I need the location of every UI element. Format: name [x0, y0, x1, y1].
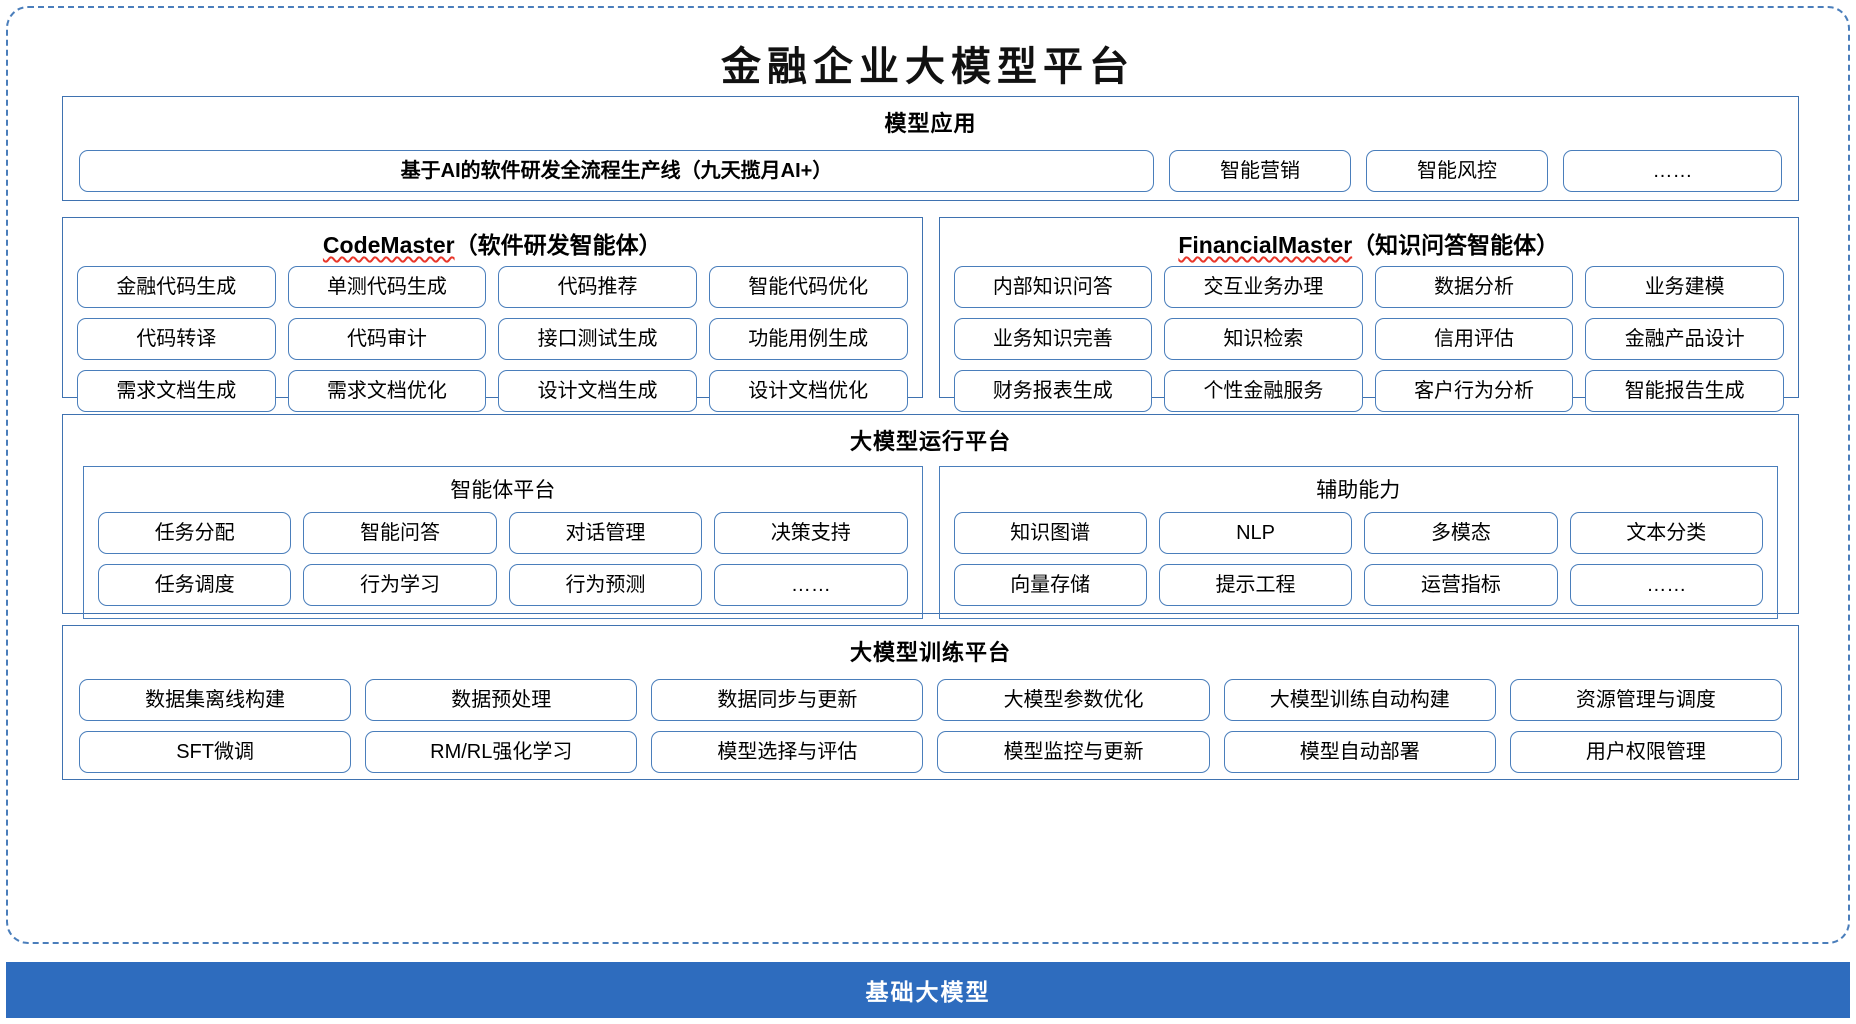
- training-item[interactable]: 数据同步与更新: [651, 679, 924, 721]
- financialmaster-item[interactable]: 智能报告生成: [1585, 370, 1784, 412]
- codemaster-item[interactable]: 设计文档生成: [498, 370, 697, 412]
- group-agent-platform: 智能体平台 任务分配 智能问答 对话管理 决策支持 任务调度 行为学习 行为预测…: [83, 466, 923, 619]
- codemaster-item[interactable]: 智能代码优化: [708, 266, 908, 308]
- training-item[interactable]: 大模型参数优化: [937, 679, 1210, 721]
- financialmaster-item[interactable]: 客户行为分析: [1374, 370, 1574, 412]
- codemaster-suffix: （软件研发智能体）: [454, 232, 662, 258]
- codemaster-items: 金融代码生成 单测代码生成 代码推荐 智能代码优化 代码转译 代码审计 接口测试…: [77, 266, 908, 412]
- auxiliary-item[interactable]: 提示工程: [1158, 564, 1353, 606]
- section-financialmaster: FinancialMaster（知识问答智能体） 内部知识问答 交互业务办理 数…: [938, 217, 1799, 412]
- codemaster-item[interactable]: 金融代码生成: [77, 266, 276, 308]
- agent-platform-item[interactable]: 任务调度: [98, 564, 292, 606]
- financialmaster-item[interactable]: 内部知识问答: [953, 266, 1153, 308]
- agent-platform-item[interactable]: 任务分配: [98, 512, 292, 554]
- codemaster-name: CodeMaster: [322, 232, 455, 258]
- training-item[interactable]: 模型选择与评估: [651, 731, 924, 773]
- financialmaster-item[interactable]: 金融产品设计: [1585, 318, 1784, 360]
- section-title-codemaster: CodeMaster（软件研发智能体）: [77, 226, 908, 260]
- auxiliary-item[interactable]: NLP: [1158, 512, 1353, 554]
- financialmaster-item[interactable]: 业务知识完善: [953, 318, 1153, 360]
- codemaster-item[interactable]: 设计文档优化: [708, 370, 908, 412]
- codemaster-item[interactable]: 接口测试生成: [498, 318, 697, 360]
- runtime-groups: 智能体平台 任务分配 智能问答 对话管理 决策支持 任务调度 行为学习 行为预测…: [63, 466, 1798, 619]
- section-title-training-platform: 大模型训练平台: [849, 640, 1011, 665]
- page-title: 金融企业大模型平台: [721, 43, 1135, 90]
- agent-platform-item[interactable]: 行为预测: [508, 564, 703, 606]
- training-item[interactable]: 用户权限管理: [1509, 731, 1782, 773]
- section-training-platform: 大模型训练平台 数据集离线构建 数据预处理 数据同步与更新 大模型参数优化 大模…: [62, 625, 1799, 780]
- codemaster-item[interactable]: 功能用例生成: [708, 318, 908, 360]
- financialmaster-items: 内部知识问答 交互业务办理 数据分析 业务建模 业务知识完善 知识检索 信用评估…: [953, 266, 1784, 412]
- auxiliary-item[interactable]: 运营指标: [1364, 564, 1558, 606]
- codemaster-item[interactable]: 代码审计: [287, 318, 487, 360]
- section-title-model-application: 模型应用: [884, 111, 977, 136]
- agent-platform-items: 任务分配 智能问答 对话管理 决策支持 任务调度 行为学习 行为预测 ……: [98, 512, 908, 606]
- auxiliary-item-more[interactable]: ……: [1569, 564, 1763, 606]
- financialmaster-item[interactable]: 数据分析: [1374, 266, 1574, 308]
- training-platform-items: 数据集离线构建 数据预处理 数据同步与更新 大模型参数优化 大模型训练自动构建 …: [79, 679, 1782, 773]
- auxiliary-item[interactable]: 文本分类: [1569, 512, 1763, 554]
- group-title-agent-platform: 智能体平台: [450, 479, 556, 502]
- financialmaster-item[interactable]: 个性金融服务: [1164, 370, 1363, 412]
- training-item[interactable]: 模型监控与更新: [937, 731, 1210, 773]
- financialmaster-suffix: （知识问答智能体）: [1352, 232, 1560, 258]
- financialmaster-item[interactable]: 知识检索: [1164, 318, 1363, 360]
- agent-platform-item[interactable]: 行为学习: [303, 564, 497, 606]
- app-item-smart-risk-control[interactable]: 智能风控: [1366, 150, 1548, 192]
- codemaster-item[interactable]: 代码转译: [77, 318, 276, 360]
- model-application-items: 基于AI的软件研发全流程生产线（九天揽月AI+） 智能营销 智能风控 ……: [63, 150, 1798, 192]
- training-item[interactable]: 数据预处理: [365, 679, 638, 721]
- financialmaster-item[interactable]: 信用评估: [1374, 318, 1574, 360]
- auxiliary-item[interactable]: 多模态: [1364, 512, 1558, 554]
- training-item[interactable]: 模型自动部署: [1223, 731, 1496, 773]
- group-auxiliary-capability: 辅助能力 知识图谱 NLP 多模态 文本分类 向量存储 提示工程 运营指标 ……: [938, 466, 1778, 619]
- agent-platform-item[interactable]: 智能问答: [303, 512, 497, 554]
- codemaster-item[interactable]: 单测代码生成: [287, 266, 487, 308]
- financialmaster-item[interactable]: 业务建模: [1585, 266, 1784, 308]
- section-codemaster: CodeMaster（软件研发智能体） 金融代码生成 单测代码生成 代码推荐 智…: [62, 217, 923, 412]
- group-title-auxiliary-capability: 辅助能力: [1316, 479, 1401, 502]
- training-item[interactable]: SFT微调: [79, 731, 352, 773]
- training-item[interactable]: 数据集离线构建: [79, 679, 352, 721]
- auxiliary-item[interactable]: 向量存储: [953, 564, 1147, 606]
- agent-sections: CodeMaster（软件研发智能体） 金融代码生成 单测代码生成 代码推荐 智…: [62, 217, 1799, 412]
- agent-platform-item[interactable]: 决策支持: [714, 512, 908, 554]
- financialmaster-name: FinancialMaster: [1178, 232, 1353, 258]
- training-item[interactable]: 资源管理与调度: [1509, 679, 1782, 721]
- financialmaster-item[interactable]: 交互业务办理: [1164, 266, 1363, 308]
- app-item-production-line[interactable]: 基于AI的软件研发全流程生产线（九天揽月AI+）: [79, 150, 1154, 192]
- section-title-runtime-platform: 大模型运行平台: [849, 429, 1011, 454]
- agent-platform-item-more[interactable]: ……: [714, 564, 908, 606]
- auxiliary-capability-items: 知识图谱 NLP 多模态 文本分类 向量存储 提示工程 运营指标 ……: [953, 512, 1763, 606]
- training-item[interactable]: RM/RL强化学习: [365, 731, 638, 773]
- base-model-label: 基础大模型: [865, 979, 991, 1005]
- app-item-smart-marketing[interactable]: 智能营销: [1169, 150, 1351, 192]
- training-item[interactable]: 大模型训练自动构建: [1223, 679, 1496, 721]
- platform-outer-frame: 金融企业大模型平台 模型应用 基于AI的软件研发全流程生产线（九天揽月AI+） …: [6, 6, 1850, 944]
- auxiliary-item[interactable]: 知识图谱: [953, 512, 1147, 554]
- codemaster-item[interactable]: 需求文档生成: [77, 370, 276, 412]
- codemaster-item[interactable]: 需求文档优化: [287, 370, 487, 412]
- agent-platform-item[interactable]: 对话管理: [508, 512, 703, 554]
- financialmaster-item[interactable]: 财务报表生成: [953, 370, 1153, 412]
- section-model-application: 模型应用 基于AI的软件研发全流程生产线（九天揽月AI+） 智能营销 智能风控 …: [62, 96, 1799, 201]
- codemaster-item[interactable]: 代码推荐: [498, 266, 697, 308]
- section-runtime-platform: 大模型运行平台 智能体平台 任务分配 智能问答 对话管理 决策支持 任务调度 行…: [62, 414, 1799, 619]
- base-model-bar: 基础大模型: [6, 962, 1850, 1018]
- section-title-financialmaster: FinancialMaster（知识问答智能体）: [954, 226, 1785, 260]
- app-item-more[interactable]: ……: [1563, 150, 1782, 192]
